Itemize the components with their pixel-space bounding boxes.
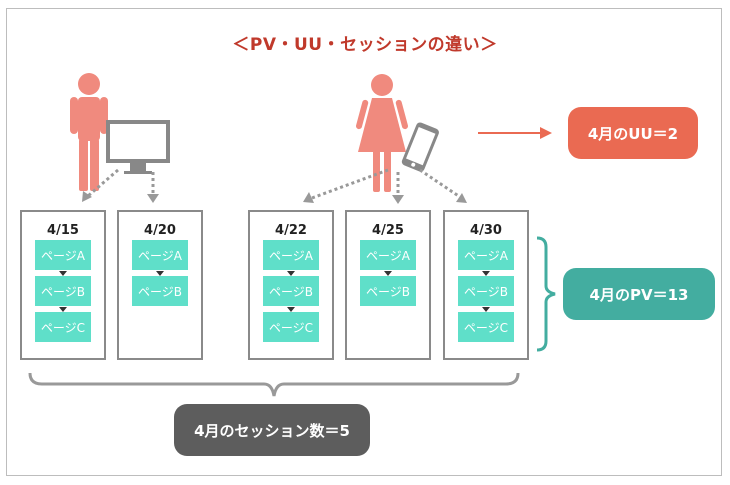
page-flow-arrow xyxy=(287,307,295,312)
device-connectors xyxy=(87,168,461,200)
connector-arrowheads xyxy=(82,191,467,204)
page-flow-arrow xyxy=(482,307,490,312)
diagram-frame xyxy=(6,8,722,476)
page-view: ページC xyxy=(458,312,514,342)
session-box: 4/25 ページA ページB xyxy=(345,210,431,360)
pv-label: 4月のPV＝13 xyxy=(563,268,715,320)
session-date: 4/15 xyxy=(47,223,79,238)
uu-arrow xyxy=(478,127,552,139)
page-view: ページB xyxy=(263,276,319,306)
page-view: ページC xyxy=(263,312,319,342)
page-view: ページA xyxy=(360,240,416,270)
session-date: 4/25 xyxy=(372,223,404,238)
woman-icon xyxy=(356,74,408,192)
page-flow-arrow xyxy=(59,271,67,276)
page-view: ページA xyxy=(35,240,91,270)
page-flow-arrow xyxy=(384,271,392,276)
session-box: 4/15 ページA ページB ページC xyxy=(20,210,106,360)
session-date: 4/22 xyxy=(275,223,307,238)
session-brace xyxy=(28,372,520,397)
page-view: ページA xyxy=(458,240,514,270)
uu-label: 4月のUU＝2 xyxy=(568,107,698,159)
page-view: ページB xyxy=(132,276,188,306)
man-icon xyxy=(70,73,108,191)
page-view: ページB xyxy=(458,276,514,306)
page-view: ページA xyxy=(132,240,188,270)
pv-brace xyxy=(536,236,556,352)
page-view: ページC xyxy=(35,312,91,342)
session-box: 4/22 ページA ページB ページC xyxy=(248,210,334,360)
page-view: ページB xyxy=(35,276,91,306)
page-flow-arrow xyxy=(287,271,295,276)
session-box: 4/20 ページA ページB xyxy=(117,210,203,360)
monitor-icon xyxy=(106,120,170,174)
page-flow-arrow xyxy=(482,271,490,276)
session-date: 4/20 xyxy=(144,223,176,238)
page-flow-arrow xyxy=(59,307,67,312)
page-flow-arrow xyxy=(156,271,164,276)
smartphone-icon xyxy=(401,122,439,172)
session-box: 4/30 ページA ページB ページC xyxy=(443,210,529,360)
page-view: ページB xyxy=(360,276,416,306)
session-date: 4/30 xyxy=(470,223,502,238)
diagram-title: ＜PV・UU・セッションの違い＞ xyxy=(232,35,498,55)
session-count-label: 4月のセッション数＝5 xyxy=(174,404,370,456)
page-view: ページA xyxy=(263,240,319,270)
